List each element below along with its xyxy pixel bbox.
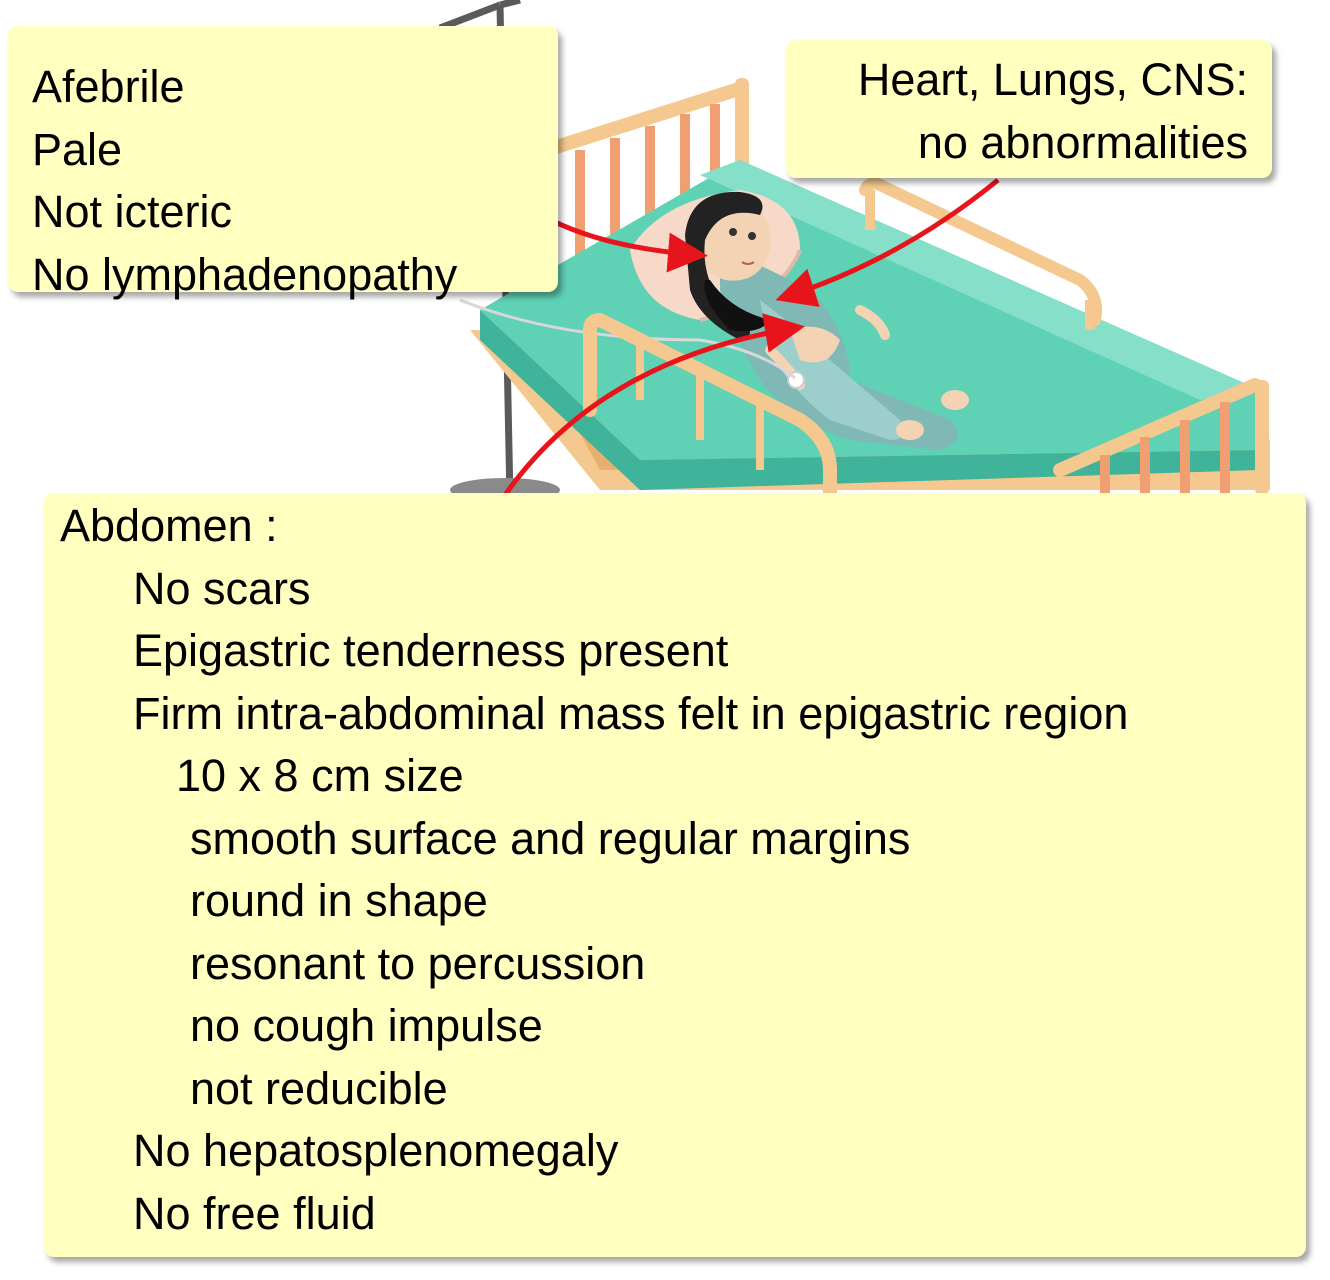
- finding-no-hepatosplenomegaly: No hepatosplenomegaly: [133, 1125, 619, 1176]
- finding-pale: Pale: [32, 123, 123, 175]
- indicator-arrows: [502, 178, 1000, 497]
- abdomen-findings-callout: Abdomen : No scars Epigastric tenderness…: [44, 493, 1306, 1257]
- iv-line: [459, 298, 796, 380]
- arrow-abdomen-to-belly: [502, 313, 805, 497]
- mass-feature-percussion: resonant to percussion: [190, 937, 646, 989]
- abdomen-heading: Abdomen :: [60, 500, 278, 551]
- finding-no-lymphadenopathy: No lymphadenopathy: [32, 248, 458, 300]
- mass-feature-surface: smooth surface and regular margins: [190, 812, 911, 864]
- mass-feature-reducibility: not reducible: [190, 1062, 448, 1114]
- bed-side-rail-near: [583, 312, 837, 507]
- arrow-general-to-head: [553, 219, 708, 273]
- finding-epigastric-mass: Firm intra-abdominal mass felt in epigas…: [133, 687, 1129, 739]
- systems-heading: Heart, Lungs, CNS:: [857, 54, 1248, 105]
- mass-size: 10 x 8 cm size: [176, 750, 464, 801]
- finding-afebrile: Afebrile: [32, 61, 185, 112]
- bed-footboard: [1053, 378, 1269, 495]
- arrow-systems-to-chest: [775, 178, 1000, 307]
- mass-feature-cough-impulse: no cough impulse: [190, 1000, 543, 1051]
- systems-result: no abnormalities: [917, 116, 1248, 168]
- finding-no-free-fluid: No free fluid: [133, 1187, 376, 1239]
- mass-feature-shape: round in shape: [190, 875, 488, 926]
- systems-findings-callout: Heart, Lungs, CNS: no abnormalities: [786, 40, 1272, 178]
- general-findings-callout: Afebrile Pale Not icteric No lymphadenop…: [8, 26, 558, 300]
- finding-no-scars: No scars: [133, 562, 311, 614]
- finding-not-icteric: Not icteric: [32, 186, 233, 237]
- bed-side-rail-far: [859, 177, 1102, 330]
- finding-epigastric-tenderness: Epigastric tenderness present: [133, 625, 729, 676]
